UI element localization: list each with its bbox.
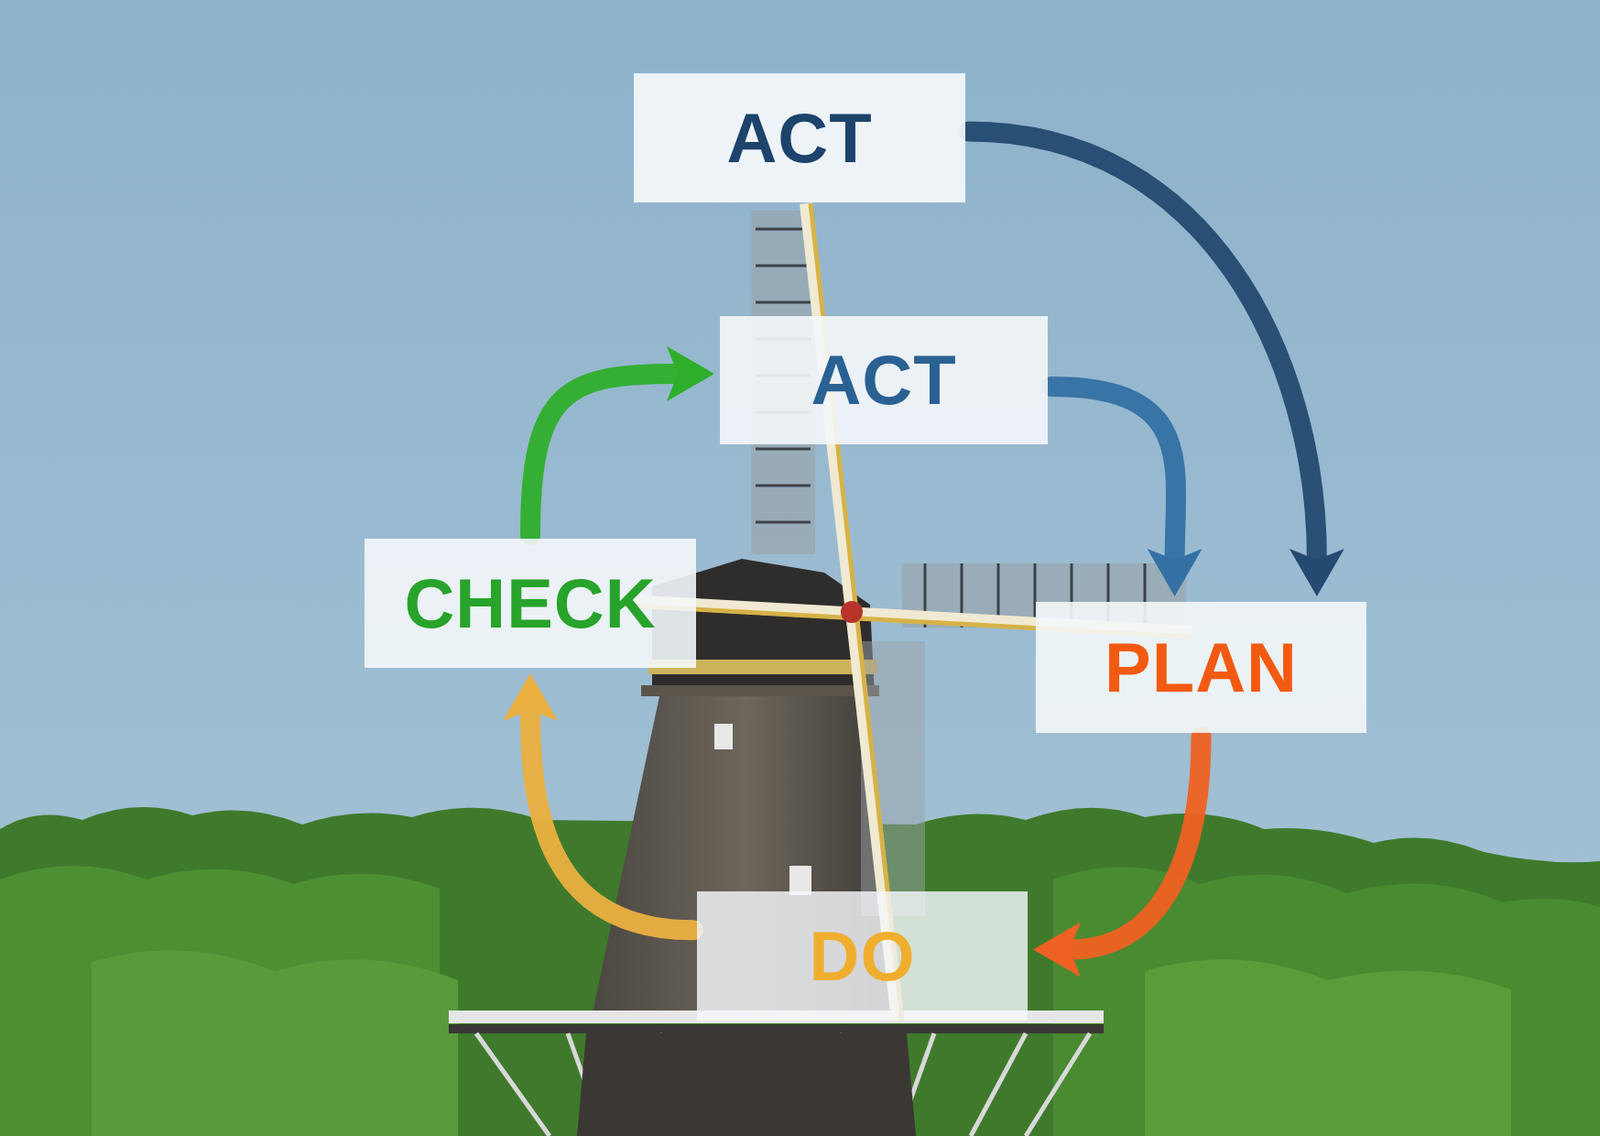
gallery-struts (476, 1033, 1090, 1136)
arrow-head (502, 673, 558, 721)
tree-canopy (91, 949, 458, 1136)
cycle-step-box: ACT (719, 315, 1048, 445)
cycle-arrow (502, 673, 694, 930)
windmill-base (576, 1033, 916, 1136)
arrow-head (666, 346, 715, 402)
cap-ring (641, 685, 880, 697)
arrow-head (1147, 548, 1203, 597)
arrow-head (1289, 548, 1345, 597)
step-label: ACT (810, 341, 957, 419)
step-label: DO (809, 917, 916, 995)
tree-canopy (1053, 866, 1600, 1136)
cycle-step-box: DO (696, 891, 1028, 1021)
step-label: PLAN (1104, 629, 1298, 707)
cycle-step-box: CHECK (364, 538, 697, 668)
cycle-arrow (1033, 736, 1202, 977)
step-label: ACT (726, 99, 872, 177)
cycle-step-box: ACT (633, 73, 966, 203)
arrow-shaft (530, 373, 676, 535)
cycle-step-box: PLAN (1035, 601, 1367, 733)
cycle-arrow (1051, 386, 1203, 597)
arrow-shaft (1071, 736, 1202, 949)
sail-hub (840, 600, 863, 623)
cycle-arrow (530, 346, 715, 535)
window (714, 723, 733, 750)
arrow-shaft (530, 711, 694, 931)
gallery-deck (448, 1023, 1104, 1034)
arrow-shaft (1051, 386, 1176, 558)
step-label: CHECK (403, 565, 656, 643)
arrow-head (1033, 921, 1081, 977)
tree-canopy (1144, 958, 1512, 1136)
